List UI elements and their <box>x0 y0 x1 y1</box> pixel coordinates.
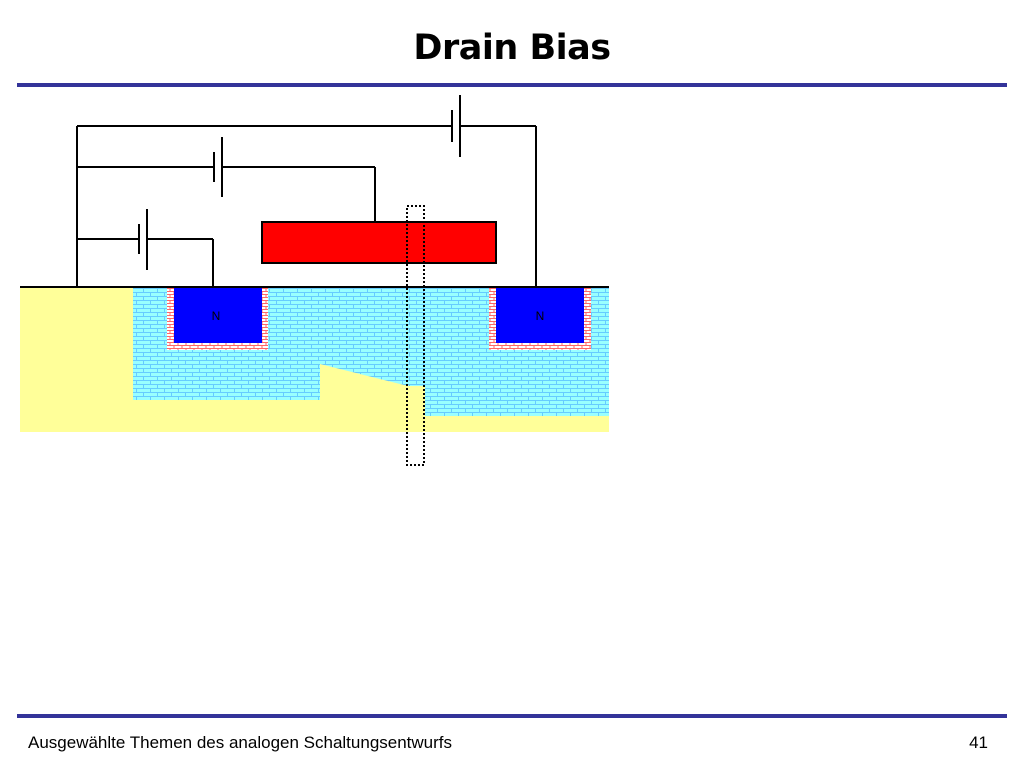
page-number: 41 <box>969 733 988 752</box>
footer-text: Ausgewählte Themen des analogen Schaltun… <box>28 733 453 752</box>
title-divider <box>17 83 1007 87</box>
drain-battery <box>77 95 537 287</box>
source-battery <box>77 209 214 287</box>
drain-n-region <box>496 287 584 343</box>
gate-electrode <box>261 221 497 264</box>
source-n-label: N <box>212 309 221 323</box>
drain-n-label: N <box>536 309 545 323</box>
gate-battery <box>77 137 376 222</box>
footer-divider <box>17 714 1007 718</box>
source-n-region <box>174 287 262 343</box>
cross-section-marker <box>406 205 425 466</box>
slide-title: Drain Bias <box>413 28 611 68</box>
